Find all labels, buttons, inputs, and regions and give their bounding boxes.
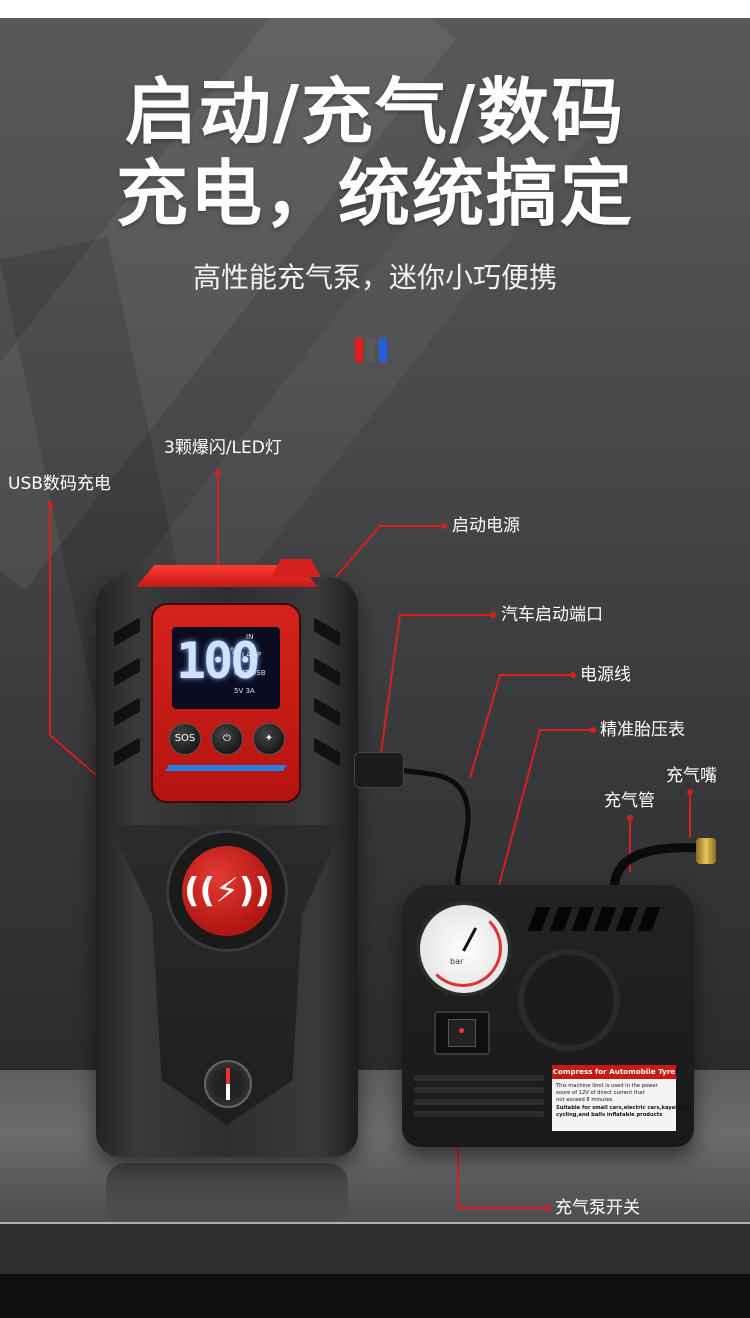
- starter-top-cap: [136, 565, 318, 587]
- wireless-charging-icon: ((⚡)): [182, 846, 272, 936]
- subtitle: 高性能充气泵，迷你小巧便携: [192, 261, 557, 294]
- lcd-out-usb: OUT USB: [234, 669, 266, 677]
- red-dot: [355, 338, 363, 362]
- sos-button[interactable]: SOS: [169, 723, 201, 755]
- air-compressor: bar Compress for Automobile Tyre This ma…: [402, 885, 698, 1155]
- switch-rocker[interactable]: [448, 1019, 476, 1047]
- control-panel: 100 % IN LAMP OUT USB 5V 3A SOS ⏻ ✦: [151, 603, 301, 803]
- line-power: [335, 525, 444, 578]
- lcd-lamp: LAMP: [242, 651, 262, 659]
- power-icon[interactable]: ⏻: [211, 723, 243, 755]
- callout-usb: USB数码充电: [8, 474, 111, 494]
- callout-gauge: 精准胎压表: [600, 720, 685, 740]
- battery-percent: 100: [176, 632, 260, 690]
- headline-line-1: 启动/充气/数码: [124, 70, 626, 154]
- lcd-spec: 5V 3A: [234, 687, 255, 695]
- top-white-bar: [0, 0, 750, 18]
- sticker-line: not exceed 8 minutes.: [556, 1097, 614, 1104]
- dot-nozzle: [687, 789, 693, 795]
- switch-indicator: [459, 1028, 464, 1033]
- line-usb: [49, 505, 97, 776]
- callout-power: 启动电源: [452, 516, 520, 536]
- blue-dot: [379, 338, 387, 362]
- gray-dot: [367, 338, 375, 362]
- side-ribs: [414, 1075, 544, 1135]
- product-sticker: Compress for Automobile Tyre This machin…: [552, 1065, 688, 1131]
- callout-port: 汽车启动端口: [501, 605, 603, 625]
- line-gauge: [491, 729, 593, 913]
- compass-needle: [226, 1068, 230, 1100]
- sticker-line: cycling,and balls inflatable products: [556, 1111, 663, 1118]
- dot-port: [490, 612, 496, 618]
- callout-hose: 充气管: [604, 791, 655, 811]
- flashlight-icon[interactable]: ✦: [253, 723, 285, 755]
- power-cable: [399, 767, 481, 903]
- air-hose: [609, 843, 701, 896]
- compressor-switch[interactable]: [434, 1011, 490, 1055]
- color-dots: [355, 338, 387, 362]
- floor-line: [0, 1222, 750, 1224]
- gauge-unit: bar: [450, 957, 464, 966]
- car-start-port-connector: [354, 752, 404, 788]
- dot-hose: [627, 815, 633, 821]
- callout-nozzle: 充气嘴: [666, 766, 717, 786]
- sticker-text: This machine limit is used in the power …: [556, 1083, 688, 1119]
- callout-led: 3颗爆闪/LED灯: [164, 438, 282, 458]
- panel-stripe: [165, 765, 287, 771]
- sticker-line: This machine limit is used in the power: [556, 1083, 658, 1089]
- dot-cable: [570, 672, 576, 678]
- lcd-in: IN: [246, 633, 254, 641]
- jump-starter: 100 % IN LAMP OUT USB 5V 3A SOS ⏻ ✦ ((⚡)…: [96, 559, 358, 1223]
- callout-cable: 电源线: [580, 665, 631, 685]
- compass-icon: [204, 1060, 252, 1108]
- lcd-display: 100 % IN LAMP OUT USB 5V 3A: [172, 627, 280, 709]
- led-light-cap: [271, 559, 321, 577]
- bottom-band: [0, 1224, 750, 1274]
- bottom-strip: [0, 1274, 750, 1318]
- dot-switch: [545, 1205, 551, 1211]
- line-cable: [469, 674, 573, 779]
- dot-usb: [47, 502, 53, 508]
- line-port: [379, 614, 493, 761]
- pressure-gauge: bar: [416, 901, 512, 997]
- inflation-nozzle: [696, 838, 716, 864]
- dot-power: [441, 523, 447, 529]
- sticker-title: Compress for Automobile Tyre: [552, 1065, 676, 1079]
- headline-line-2: 充电，统统搞定: [115, 152, 634, 236]
- gauge-scale: [424, 909, 502, 987]
- callout-switch: 充气泵开关: [555, 1198, 640, 1218]
- sticker-line: soure of 12V of direct current that: [556, 1090, 645, 1097]
- dot-led: [215, 470, 221, 476]
- dot-gauge: [590, 727, 596, 733]
- fan-grille: [518, 949, 620, 1051]
- percent-sign: %: [230, 647, 239, 657]
- wireless-charging-pad: ((⚡)): [166, 830, 288, 952]
- sticker-line: Suitable for small cars,electric cars,ka…: [556, 1104, 688, 1111]
- floor-reflection: [106, 1163, 348, 1223]
